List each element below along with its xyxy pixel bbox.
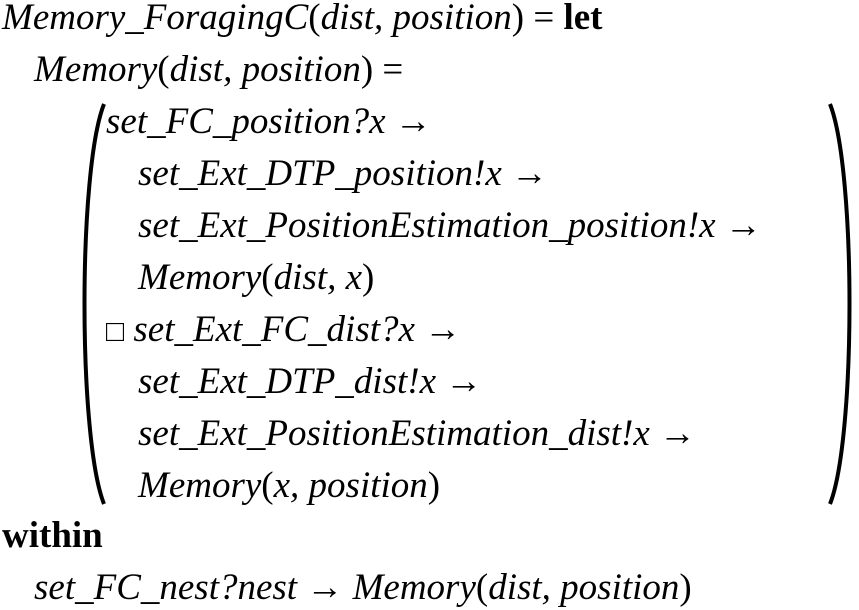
close-paren: ): [427, 465, 441, 506]
left-big-paren: [82, 103, 106, 505]
branch-line-4: Memory(dist, x): [138, 256, 374, 300]
memory-args: dist, position: [488, 567, 680, 608]
open-paren: (: [475, 567, 489, 608]
open-paren: (: [308, 0, 321, 38]
branch-line-8: Memory(x, position): [138, 464, 440, 508]
within-text: within: [2, 515, 103, 556]
branch-line-5: □ set_Ext_FC_dist?x →: [106, 308, 461, 354]
process-name: Memory_ForagingC: [2, 0, 309, 38]
open-paren: (: [261, 257, 274, 298]
close-paren: ): [360, 49, 374, 90]
set-ext-dtp-position-event: set_Ext_DTP_position!x →: [138, 153, 549, 194]
right-big-paren: [828, 103, 852, 505]
memory-definition-line: Memory(dist, position) =: [34, 48, 403, 92]
memory-args: dist, position: [169, 49, 361, 90]
equals-sign: =: [524, 0, 564, 38]
open-paren: (: [157, 49, 170, 90]
close-paren: ): [679, 567, 692, 608]
branch-line-2: set_Ext_DTP_position!x →: [138, 152, 548, 196]
set-ext-position-estimation-position-event: set_Ext_PositionEstimation_position!x →: [138, 205, 762, 246]
final-line: set_FC_nest?nest → Memory(dist, position…: [34, 566, 692, 610]
external-choice-symbol: □: [106, 315, 125, 348]
branch-line-1: set_FC_position?x →: [106, 100, 432, 144]
open-paren: (: [261, 465, 274, 506]
equals-sign: =: [373, 49, 404, 90]
set-fc-nest-event: set_FC_nest?nest →: [34, 567, 353, 608]
branch-line-7: set_Ext_PositionEstimation_dist!x →: [138, 412, 696, 456]
branch-line-3: set_Ext_PositionEstimation_position!x →: [138, 204, 762, 248]
branch-line-6: set_Ext_DTP_dist!x →: [138, 360, 482, 404]
memory-args: x, position: [273, 465, 428, 506]
set-ext-dtp-dist-event: set_Ext_DTP_dist!x →: [138, 361, 483, 402]
within-keyword: within: [2, 514, 103, 558]
set-ext-fc-dist-event: set_Ext_FC_dist?x →: [133, 309, 462, 350]
memory-name: Memory: [352, 567, 476, 608]
memory-name: Memory: [138, 465, 262, 506]
definition-line: Memory_ForagingC(dist, position) = let: [2, 0, 603, 40]
close-paren: ): [511, 0, 525, 38]
memory-name: Memory: [138, 257, 262, 298]
process-args: dist, position: [320, 0, 512, 38]
let-keyword: let: [563, 0, 603, 38]
set-ext-position-estimation-dist-event: set_Ext_PositionEstimation_dist!x →: [138, 413, 697, 454]
memory-args: dist, x: [273, 257, 363, 298]
close-paren: ): [362, 257, 375, 298]
memory-name: Memory: [34, 49, 158, 90]
set-fc-position-event: set_FC_position?x →: [106, 101, 432, 142]
